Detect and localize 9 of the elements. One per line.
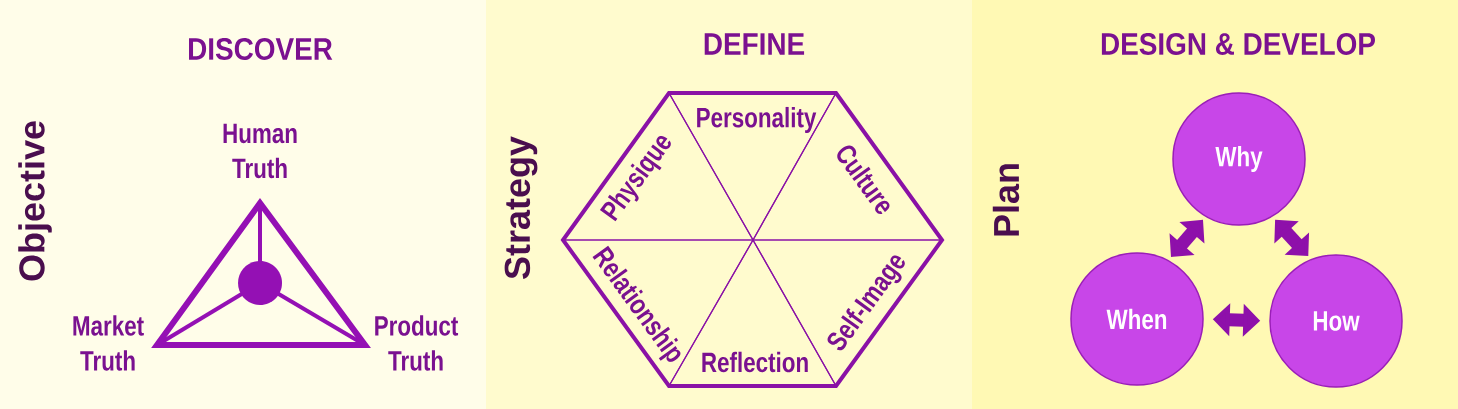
vertex-label: Market Truth	[73, 315, 144, 371]
section-heading: DESIGN & DEVELOP	[1101, 33, 1375, 55]
side-label: Objective	[18, 121, 52, 281]
section-heading: DISCOVER	[189, 38, 333, 60]
section-heading: DEFINE	[704, 33, 805, 55]
vertex-label: Human Truth	[223, 123, 297, 179]
vertex-label: Product Truth	[375, 315, 459, 371]
side-label: Strategy	[504, 136, 538, 279]
side-label: Plan	[992, 164, 1020, 236]
